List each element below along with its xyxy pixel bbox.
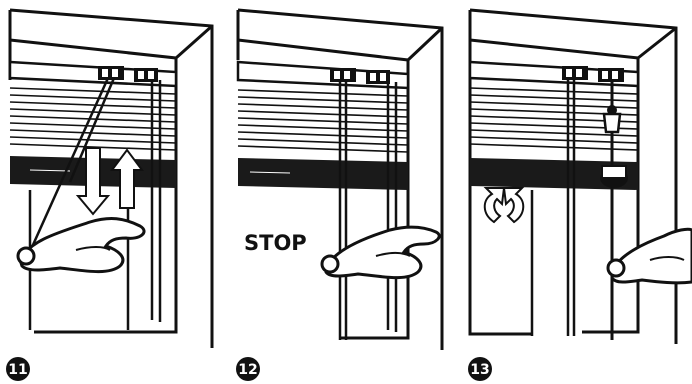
step-12-panel: STOP 12 (230, 0, 458, 384)
step-13-panel: 13 (462, 0, 692, 384)
head-rail (238, 62, 408, 88)
rotate-right-arrow-icon (504, 188, 523, 222)
step-13-illustration: 13 (462, 0, 692, 384)
tilt-wand (600, 80, 628, 340)
hand-tilting-wand-icon (608, 229, 692, 283)
step-12-illustration: STOP 12 (230, 0, 458, 384)
step-number: 11 (8, 362, 27, 378)
step-number: 12 (238, 362, 257, 378)
bottom-rail (238, 158, 408, 190)
step-number-badge: 13 (468, 357, 492, 381)
step-number-badge: 12 (236, 357, 260, 381)
ladder-cords (340, 82, 396, 340)
step-11-panel: 11 (0, 0, 228, 384)
hand-pulling-cord-icon (18, 219, 144, 272)
blind-slats (238, 90, 408, 152)
rotate-left-arrow-icon (485, 188, 504, 222)
step-number: 13 (470, 362, 489, 378)
step-number-badge: 11 (6, 357, 30, 381)
stop-label: STOP (244, 231, 307, 255)
step-11-illustration: 11 (0, 0, 228, 384)
